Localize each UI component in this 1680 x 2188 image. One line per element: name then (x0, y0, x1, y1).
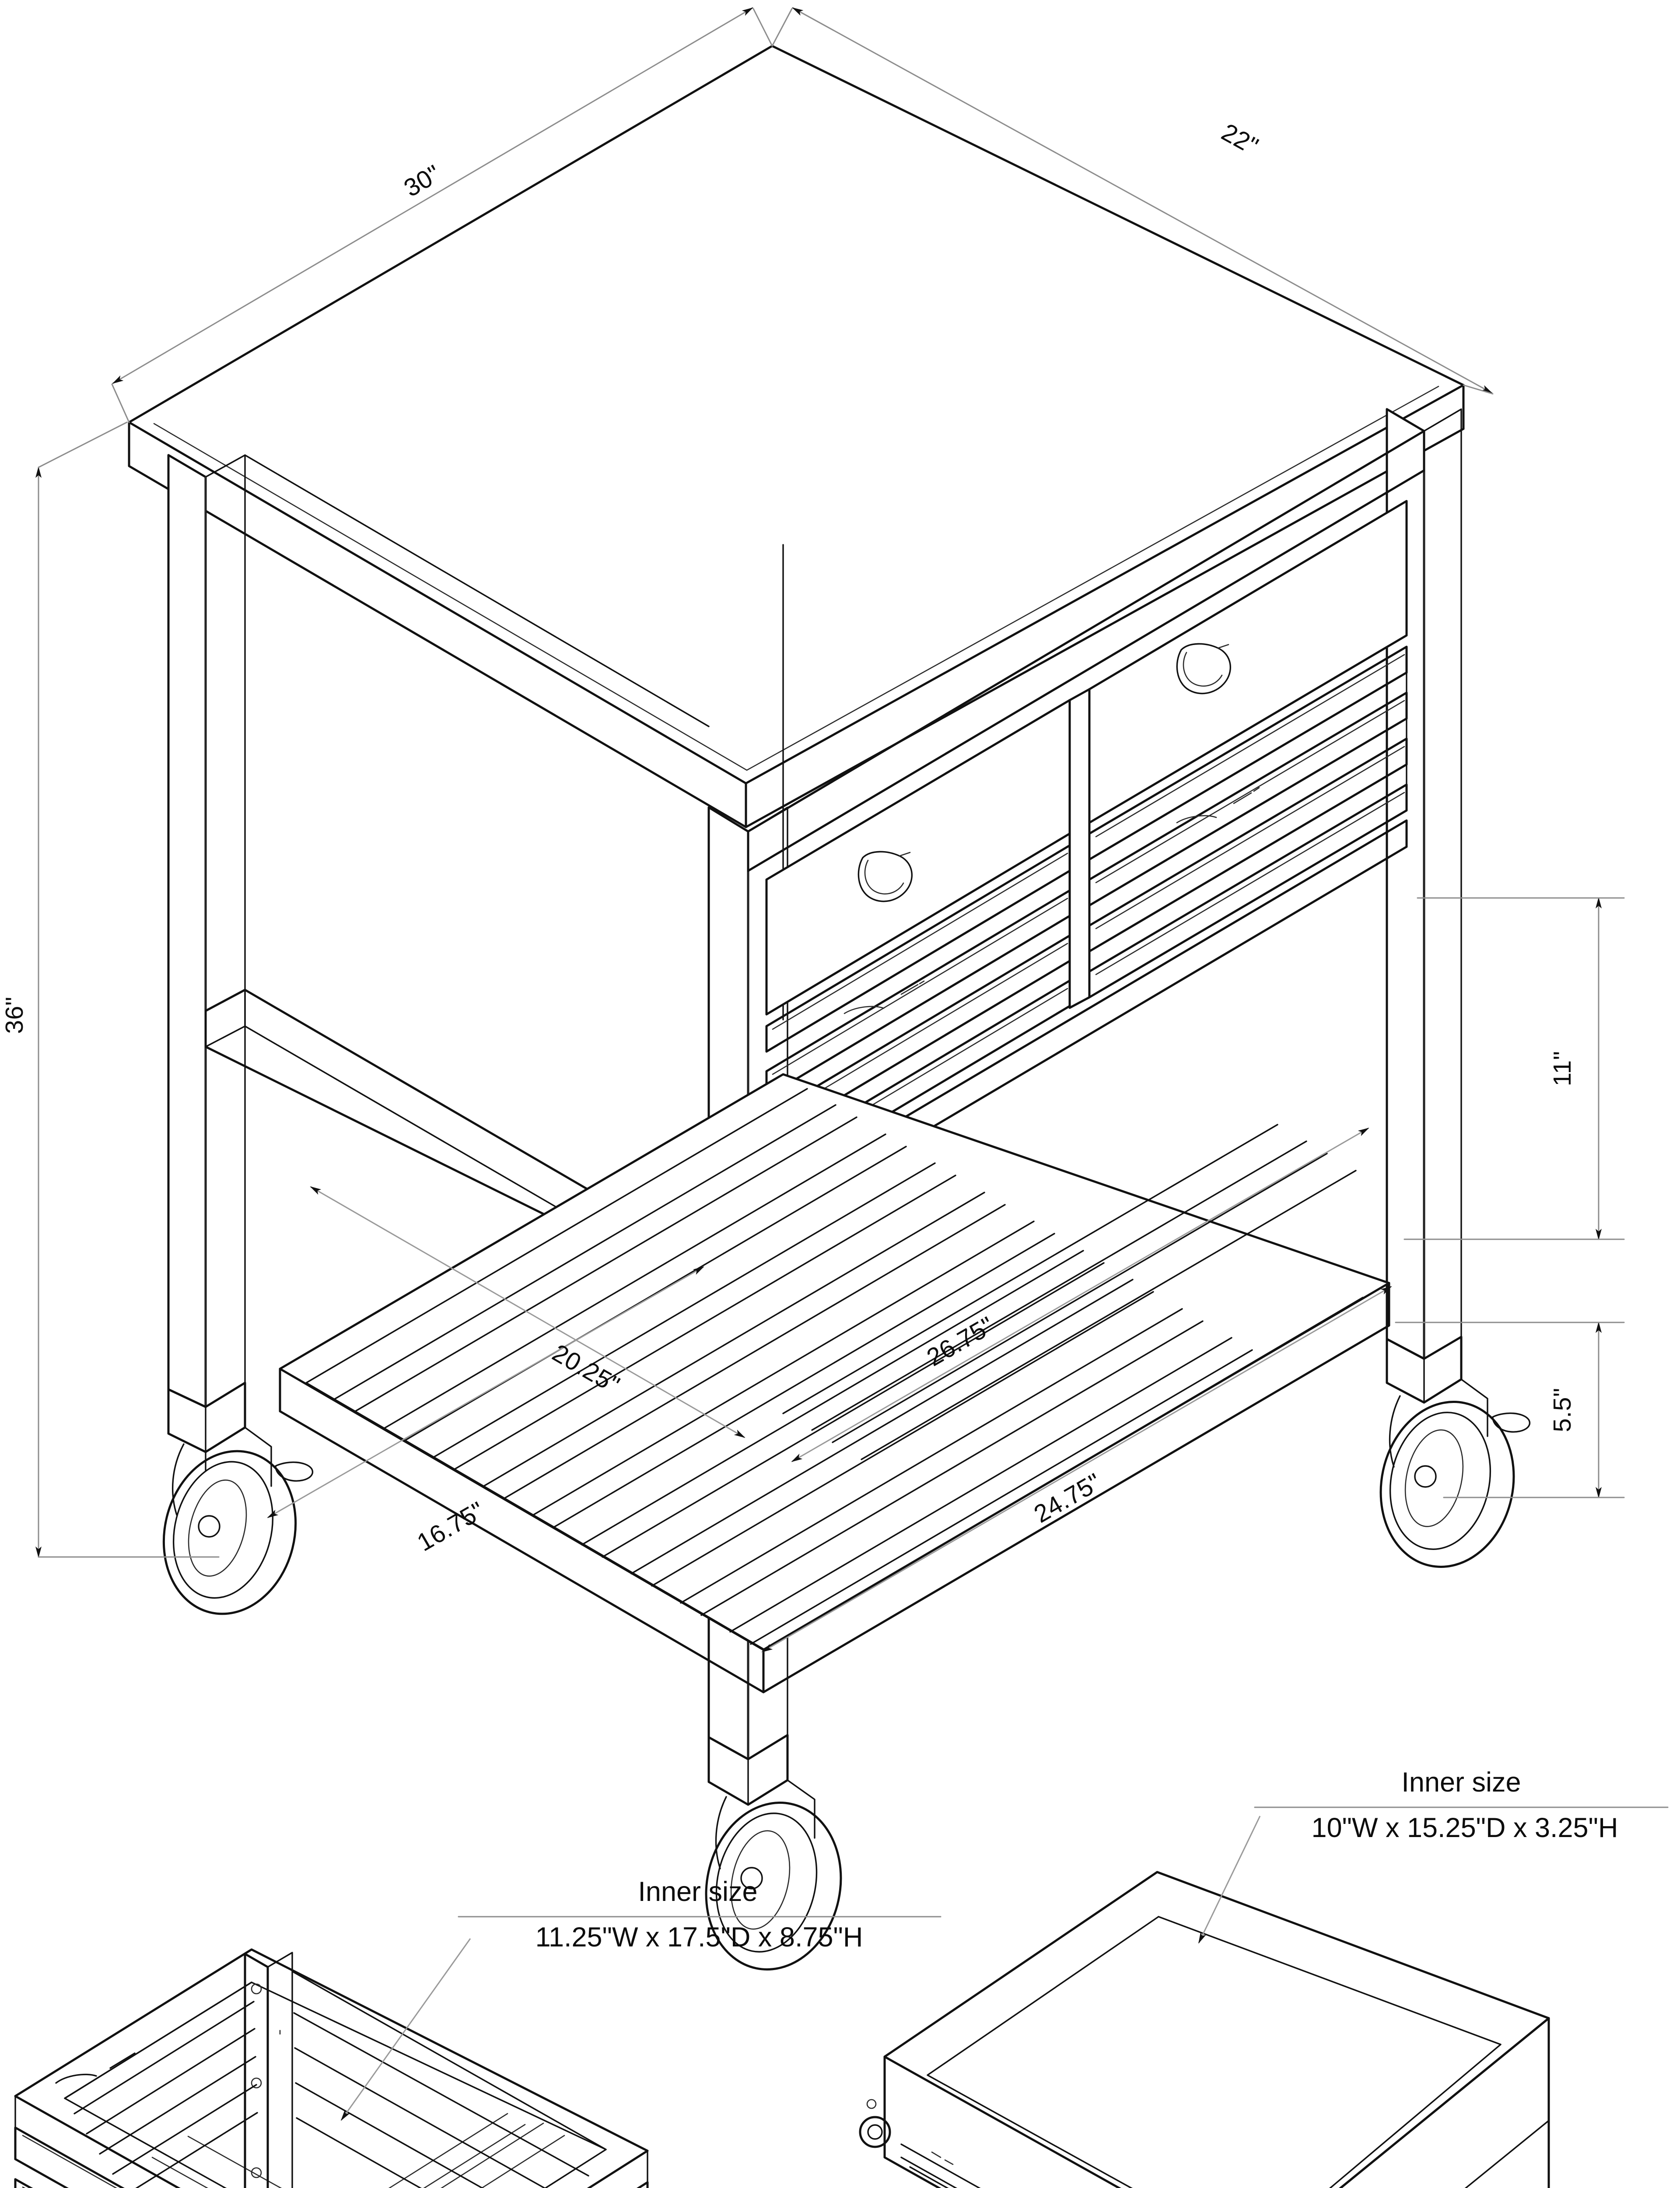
crate-note-line2: 11.25"W x 17.5"D x 8.75"H (536, 1922, 863, 1953)
dim-55: 5.5" (1395, 1322, 1625, 1498)
crate-note-line1: Inner size (638, 1876, 757, 1907)
crate-slats-rear (64, 1971, 607, 2188)
drawer-detail-drawing: Inner size 10"W x 15.25"D x 3.25"H (859, 1767, 1669, 2188)
drawer-body (883, 1871, 1550, 2188)
crate-note: Inner size 11.25"W x 17.5"D x 8.75"H (340, 1876, 942, 2121)
cup-pull-icon-right[interactable] (1176, 643, 1232, 694)
cup-pull-icon-left[interactable] (858, 851, 913, 902)
drawer-slide-rail (859, 2099, 981, 2188)
drawer-note-line1: Inner size (1401, 1767, 1521, 1798)
drawer-note: Inner size 10"W x 15.25"D x 3.25"H (1198, 1767, 1669, 1944)
cart-front-assembly (747, 430, 1425, 1227)
crate-detail-drawing: Inner size 11.25"W x 17.5"D x 8.75"H (14, 1876, 942, 2188)
drawer-note-line2: 10"W x 15.25"D x 3.25"H (1312, 1813, 1618, 1843)
crate-slats-left (14, 2126, 125, 2188)
dim-label-36: 36" (0, 996, 28, 1034)
crate-center-post[interactable] (244, 1952, 293, 2188)
dim-label-11: 11" (1548, 1051, 1576, 1087)
caster-wheel-front (705, 1779, 842, 1971)
crate-divider (1068, 688, 1091, 1009)
caster-front (705, 1734, 842, 1971)
dim-11: 11" (1404, 897, 1625, 1240)
dim-36: 36" (0, 421, 220, 1558)
dim-label-55: 5.5" (1548, 1388, 1576, 1432)
crate-handle-notch-left (55, 2052, 136, 2084)
crate-floor (151, 2113, 565, 2188)
